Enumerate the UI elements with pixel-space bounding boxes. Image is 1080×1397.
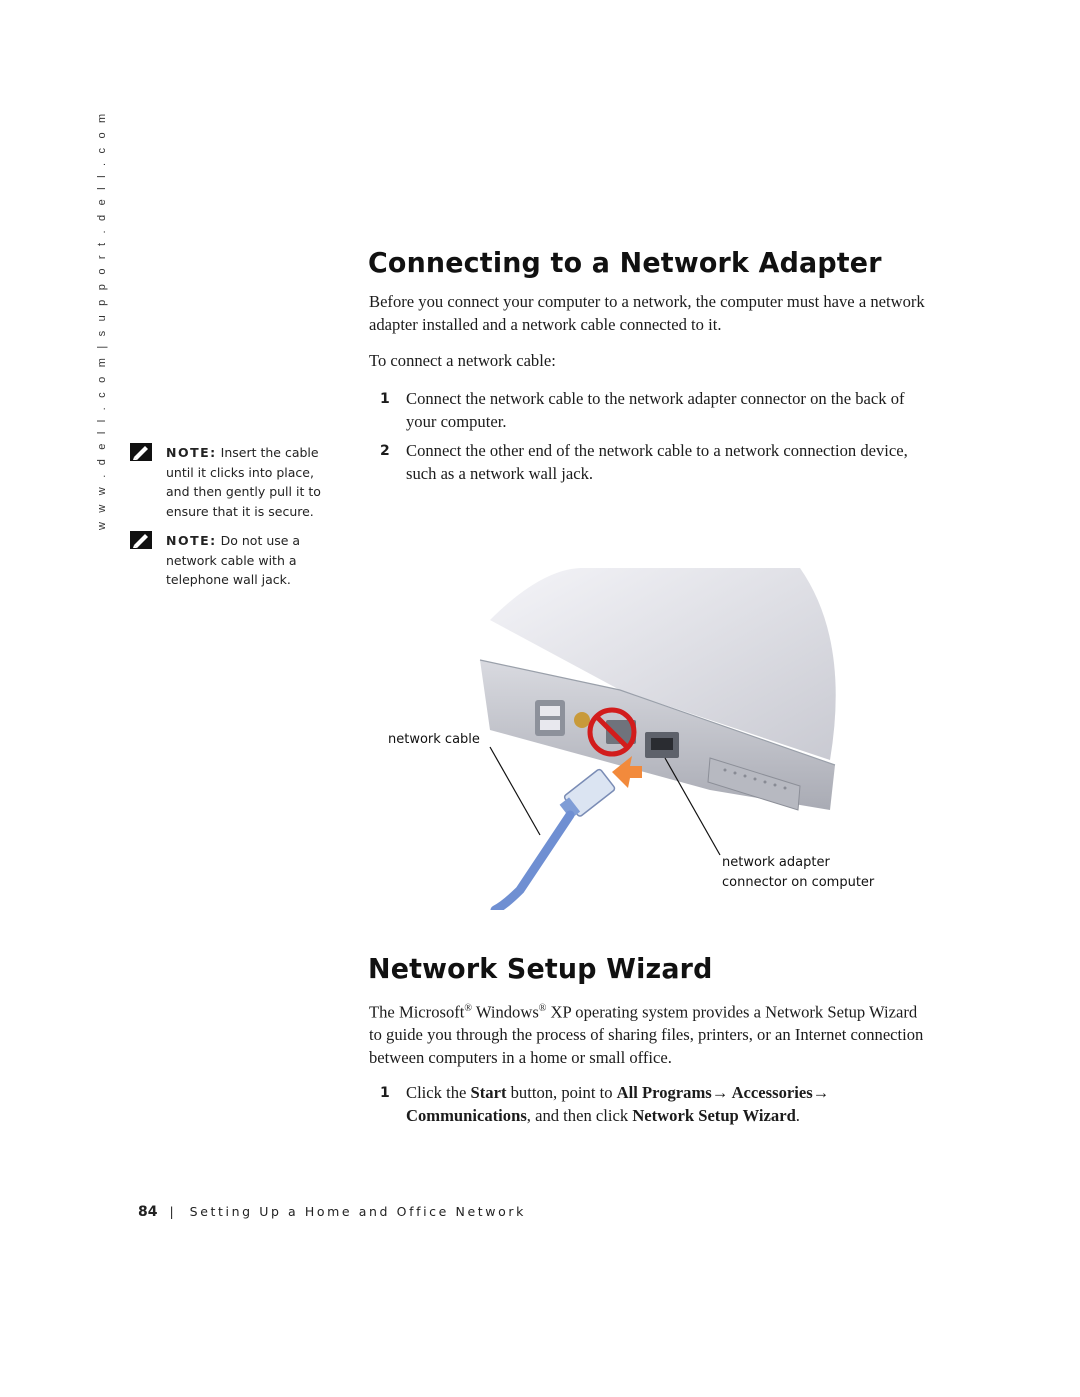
step-text-part: Click the	[406, 1083, 471, 1102]
chapter-title: Setting Up a Home and Office Network	[189, 1204, 526, 1219]
intro-text: The Microsoft	[369, 1002, 465, 1022]
step-text: Click the Start button, point to All Pro…	[406, 1082, 928, 1127]
intro-text: XP operating system provides a Network S…	[369, 1002, 924, 1067]
step-2: 2 Connect the other end of the network c…	[380, 440, 928, 485]
callout-line-2: connector on computer	[722, 875, 875, 890]
callout-network-cable: network cable	[388, 732, 480, 747]
sidebar-url: w w w . d e l l . c o m | s u p p o r t …	[96, 110, 108, 530]
note-text: Do not use a network cable with a teleph…	[166, 533, 301, 588]
intro-text: Windows	[472, 1002, 539, 1022]
step-text-part: , and then click	[526, 1105, 633, 1125]
callout-line-1: network adapter	[722, 855, 830, 870]
step-number: 1	[380, 391, 390, 407]
registered-mark: ®	[464, 1003, 472, 1014]
section1-intro: Before you connect your computer to a ne…	[369, 292, 925, 334]
step-text-part: button, point to	[506, 1083, 617, 1102]
note-telephone-jack: NOTE: Do not use a network cable with a …	[130, 531, 340, 590]
laptop-back-panel-image	[479, 568, 836, 915]
step-text: Connect the network cable to the network…	[406, 389, 905, 431]
wizard-step-1: 1 Click the Start button, point to All P…	[380, 1082, 928, 1127]
page-number: 84	[138, 1204, 158, 1220]
footer-separator: |	[169, 1204, 174, 1219]
ui-label-wizard: Network Setup Wizard	[632, 1105, 796, 1125]
pencil-note-icon	[130, 531, 152, 549]
ui-label-start: Start	[470, 1083, 507, 1102]
step-text: Connect the other end of the network cab…	[406, 441, 908, 483]
ui-label-menu-path: All Programs→ Accessories→ Communication…	[406, 1083, 830, 1125]
note-label: NOTE:	[166, 445, 217, 460]
insert-arrow-icon	[612, 756, 642, 788]
laptop-network-illustration: network cable network adapter connector …	[380, 560, 900, 915]
section-title-setup-wizard: Network Setup Wizard	[368, 952, 713, 985]
no-telephone-icon	[587, 707, 637, 757]
section2-intro: The Microsoft® Windows® XP operating sys…	[369, 998, 929, 1069]
step-number: 2	[380, 443, 390, 459]
step-number: 1	[380, 1085, 390, 1101]
step-text-part: .	[795, 1105, 800, 1125]
section1-lead: To connect a network cable:	[369, 351, 556, 370]
page-footer: 84 | Setting Up a Home and Office Networ…	[138, 1204, 526, 1220]
note-secure-cable: NOTE: Insert the cable until it clicks i…	[130, 443, 340, 521]
note-label: NOTE:	[166, 533, 217, 548]
section-title-network-adapter: Connecting to a Network Adapter	[368, 246, 882, 279]
step-1: 1 Connect the network cable to the netwo…	[380, 388, 928, 433]
note-text: Insert the cable until it clicks into pl…	[166, 445, 321, 519]
registered-mark: ®	[538, 1003, 547, 1014]
callout-network-adapter: network adapter connector on computer	[722, 853, 874, 893]
pencil-note-icon	[130, 443, 152, 461]
